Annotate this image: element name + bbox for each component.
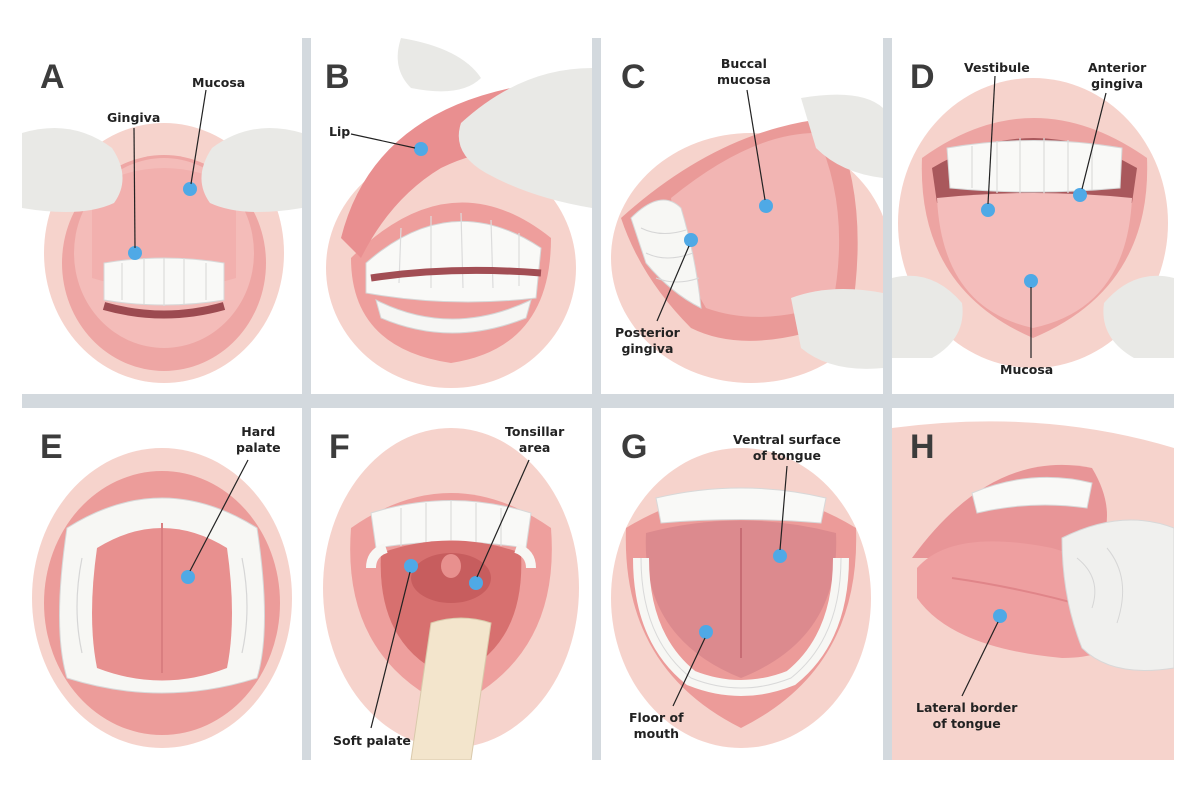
label-tonsillar-line2: area bbox=[518, 439, 551, 455]
label-hard-palate: Hard palate bbox=[236, 424, 281, 455]
label-lateral-line1: Lateral border bbox=[916, 700, 1018, 715]
vertical-divider-2 bbox=[592, 38, 601, 760]
label-posterior-line2: gingiva bbox=[621, 340, 674, 356]
label-vestibule: Vestibule bbox=[964, 60, 1030, 75]
panel-c-leader-lines bbox=[656, 89, 766, 322]
panel-a-letter: A bbox=[40, 58, 65, 96]
label-ventral-surface: Ventral surface of tongue bbox=[733, 432, 841, 463]
panel-f: F Tonsillar area Soft palate bbox=[311, 408, 592, 760]
label-ventral-line2: of tongue bbox=[752, 447, 821, 463]
panel-g-leader-lines bbox=[672, 465, 788, 707]
panel-g-letter: G bbox=[621, 428, 648, 466]
panel-a-illustration bbox=[22, 123, 302, 383]
panel-a-leader-lines bbox=[133, 89, 207, 249]
vertical-divider-1 bbox=[302, 38, 311, 760]
panel-f-letter: F bbox=[329, 428, 350, 466]
panel-g-illustration bbox=[611, 448, 871, 748]
panel-f-leader-lines bbox=[370, 459, 530, 729]
panel-d: D Vestibule Anterior gingiva Mucosa bbox=[892, 38, 1174, 394]
panel-e-letter: E bbox=[40, 428, 63, 466]
label-buccal-line2: mucosa bbox=[717, 71, 771, 87]
label-floor-line2: mouth bbox=[633, 725, 679, 741]
label-hard-line1: Hard bbox=[241, 424, 276, 439]
label-buccal-line1: Buccal bbox=[720, 56, 767, 71]
label-anterior-line2: gingiva bbox=[1091, 75, 1144, 91]
label-posterior-gingiva: Posterior gingiva bbox=[615, 325, 680, 356]
panel-e-illustration bbox=[32, 448, 292, 748]
panel-d-letter: D bbox=[910, 58, 935, 96]
panel-g: G Ventral surface of tongue Floor of mou… bbox=[601, 408, 883, 760]
panel-e-leader-lines bbox=[189, 459, 249, 572]
label-tonsillar-area: Tonsillar area bbox=[505, 424, 564, 455]
label-anterior-gingiva: Anterior gingiva bbox=[1088, 60, 1146, 91]
label-floor-of-mouth: Floor of mouth bbox=[629, 710, 684, 741]
panel-b: B Lip bbox=[311, 38, 592, 394]
panel-h-illustration bbox=[892, 421, 1174, 760]
panel-c: C Buccal mucosa Posterior gingiva bbox=[601, 38, 883, 394]
panel-c-illustration bbox=[611, 94, 883, 383]
label-lip: Lip bbox=[329, 124, 351, 139]
label-buccal-mucosa: Buccal mucosa bbox=[717, 56, 771, 87]
label-mucosa: Mucosa bbox=[192, 75, 246, 90]
label-tonsillar-line1: Tonsillar bbox=[505, 424, 565, 439]
panel-a: A Gingiva Mucosa bbox=[22, 38, 302, 394]
panel-b-letter: B bbox=[325, 58, 350, 96]
label-lateral-border: Lateral border of tongue bbox=[916, 700, 1017, 731]
panel-c-letter: C bbox=[621, 58, 646, 96]
panel-h: H Lateral border of tongue bbox=[892, 408, 1174, 760]
label-lateral-line2: of tongue bbox=[932, 715, 1001, 731]
panel-b-leader-lines bbox=[350, 133, 416, 149]
panel-b-illustration bbox=[326, 38, 592, 388]
panel-f-illustration bbox=[323, 428, 579, 760]
label-posterior-line1: Posterior bbox=[615, 325, 680, 340]
label-hard-line2: palate bbox=[236, 439, 281, 455]
panel-h-leader-lines bbox=[961, 621, 999, 697]
label-gingiva: Gingiva bbox=[107, 110, 161, 125]
panel-h-letter: H bbox=[910, 428, 935, 466]
label-anterior-line1: Anterior bbox=[1088, 60, 1147, 75]
vertical-divider-3 bbox=[883, 38, 892, 760]
label-ventral-line1: Ventral surface bbox=[733, 432, 841, 447]
label-floor-line1: Floor of bbox=[629, 710, 684, 725]
panel-d-leader-lines bbox=[987, 75, 1107, 358]
label-soft-palate: Soft palate bbox=[333, 733, 411, 748]
panel-d-illustration bbox=[892, 78, 1174, 368]
panel-e: E Hard palate bbox=[22, 408, 302, 760]
label-mucosa-d: Mucosa bbox=[1000, 362, 1054, 377]
